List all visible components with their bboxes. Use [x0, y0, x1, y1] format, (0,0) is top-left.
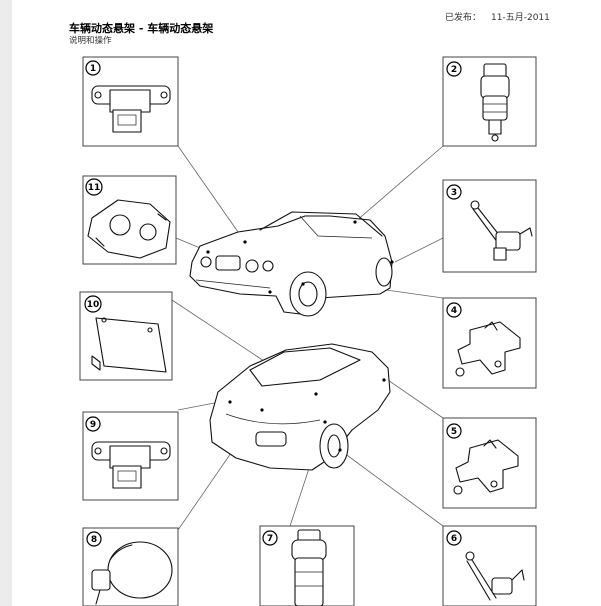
callout-badge-7: 7 [262, 530, 278, 546]
leader-lines [171, 145, 444, 531]
component-4-drawing [455, 321, 521, 377]
published-label: 已发布： [445, 13, 482, 23]
callout-badge-8: 8 [86, 531, 102, 547]
page-title: 车辆动态悬架 - 车辆动态悬架 [69, 22, 214, 35]
page-subtitle: 说明和操作 [69, 36, 112, 46]
callout-label-10: 10 [87, 300, 100, 310]
callout-badge-3: 3 [446, 184, 462, 200]
callout-label-5: 5 [451, 427, 457, 437]
front-car-drawing [189, 211, 394, 317]
published-info: 已发布： 11-五月-2011 [435, 10, 550, 23]
component-10-drawing [91, 317, 167, 373]
component-2-drawing [480, 63, 510, 142]
rear-car-drawing [209, 343, 391, 471]
callout-label-1: 1 [90, 64, 96, 74]
callout-badge-2: 2 [446, 61, 462, 77]
callout-label-7: 7 [267, 534, 273, 544]
callout-badge-6: 6 [446, 530, 462, 546]
callout-label-9: 9 [90, 420, 96, 430]
component-8-drawing [91, 541, 173, 605]
callout-badge-9: 9 [85, 416, 101, 432]
callout-label-3: 3 [451, 188, 457, 198]
published-date: 11-五月-2011 [491, 13, 550, 23]
callout-label-2: 2 [451, 65, 457, 75]
component-7-drawing [291, 529, 327, 606]
callout-badge-10: 10 [84, 295, 102, 313]
callout-label-6: 6 [451, 534, 457, 544]
component-11-drawing [87, 199, 171, 259]
callout-badge-1: 1 [85, 60, 101, 76]
callout-label-4: 4 [451, 306, 457, 316]
component-6-drawing [465, 551, 525, 601]
callout-label-8: 8 [91, 535, 97, 545]
callout-badge-11: 11 [85, 178, 103, 196]
component-3-drawing [470, 200, 533, 261]
component-1-drawing [91, 85, 171, 133]
callout-badge-4: 4 [446, 302, 462, 318]
callout-label-11: 11 [88, 183, 101, 193]
component-5-drawing [453, 439, 519, 495]
callout-badge-5: 5 [446, 423, 462, 439]
component-9-drawing [91, 441, 171, 489]
